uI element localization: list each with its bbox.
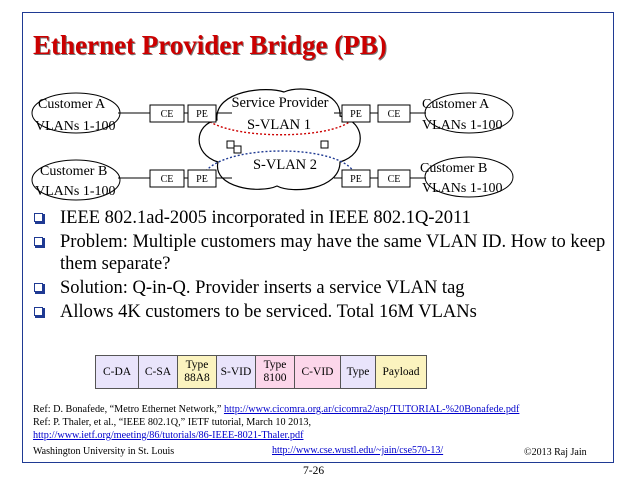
svlan1-label: S-VLAN 1 (247, 117, 311, 133)
reference-2-link[interactable]: http://www.ietf.org/meeting/86/tutorials… (33, 430, 304, 441)
bullet-icon (34, 237, 45, 248)
frame-field-label: Payload (382, 365, 420, 378)
customer-b-right-vlans: VLANs 1-100 (422, 181, 503, 196)
ce-label-a-left: CE (161, 109, 174, 120)
frame-field-label: C-DA (102, 365, 132, 378)
provider-cloud (198, 88, 361, 191)
frame-field: C-VID (294, 355, 341, 389)
customer-b-left-vlans: VLANs 1-100 (35, 184, 116, 199)
customer-b-left-name: Customer B (40, 164, 107, 179)
customer-b-left-ellipse (31, 159, 121, 201)
frame-field-label: Type (263, 359, 287, 371)
pe-box-a-right (341, 104, 371, 123)
svlan-node-mid (233, 145, 242, 154)
frame-field-label: S-VID (220, 365, 252, 378)
footer-course-link[interactable]: http://www.cse.wustl.edu/~jain/cse570-13… (272, 445, 444, 456)
frame-field: C-DA (95, 355, 139, 389)
pe-label-b-right: PE (350, 174, 362, 185)
bullet-icon (34, 283, 45, 294)
bullet-item: IEEE 802.1ad-2005 incorporated in IEEE 8… (33, 207, 608, 229)
page-number: 7-26 (303, 465, 325, 477)
bullet-icon (34, 307, 45, 318)
bullet-item: Problem: Multiple customers may have the… (33, 231, 608, 275)
bullet-icon (34, 213, 45, 224)
frame-field-label: C-VID (301, 365, 334, 378)
ce-box-b-left (149, 169, 185, 188)
pe-label-a-left: PE (196, 109, 208, 120)
references: Ref: D. Bonafede, “Metro Ethernet Networ… (33, 403, 633, 442)
customer-a-right-vlans: VLANs 1-100 (422, 118, 503, 133)
slide-title: Ethernet Provider Bridge (PB) (33, 30, 387, 60)
bullet-item: Allows 4K customers to be serviced. Tota… (33, 301, 608, 323)
ce-box-a-right (377, 104, 411, 123)
customer-a-left-name: Customer A (38, 97, 106, 112)
reference-1: Ref: D. Bonafede, “Metro Ethernet Networ… (33, 404, 520, 415)
ce-box-b-right (377, 169, 411, 188)
svlan2-label: S-VLAN 2 (253, 157, 317, 173)
frame-field-label: Type (346, 365, 370, 378)
reference-2-url: http://www.ietf.org/meeting/86/tutorials… (33, 429, 633, 442)
svlan-node-left (226, 140, 235, 149)
pe-label-b-left: PE (196, 174, 208, 185)
frame-field: Type (340, 355, 376, 389)
footer-copyright: ©2013 Raj Jain (524, 447, 587, 458)
pe-box-a-left (187, 104, 217, 123)
bullet-list: IEEE 802.1ad-2005 incorporated in IEEE 8… (33, 207, 608, 325)
svlan-node-right (320, 140, 329, 149)
customer-b-right-name: Customer B (420, 161, 487, 176)
pe-box-b-right (341, 169, 371, 188)
customer-a-left-vlans: VLANs 1-100 (35, 119, 116, 134)
slide-frame (22, 12, 614, 463)
frame-field-value: 8100 (263, 372, 287, 384)
customer-b-right-ellipse (424, 156, 514, 198)
frame-field-value: 88A8 (184, 372, 210, 384)
frame-field: Payload (375, 355, 427, 389)
bullet-item: Solution: Q-in-Q. Provider inserts a ser… (33, 277, 608, 299)
pe-box-b-left (187, 169, 217, 188)
service-provider-label: Service Provider (231, 95, 328, 111)
frame-field-label: C-SA (144, 365, 172, 378)
footer-university: Washington University in St. Louis (33, 446, 175, 457)
reference-2: Ref: P. Thaler, et al., “IEEE 802.1Q,” I… (33, 417, 312, 428)
frame-field-label: Type (185, 359, 209, 371)
ce-label-b-right: CE (388, 174, 401, 185)
reference-1-link[interactable]: http://www.cicomra.org.ar/cicomra2/asp/T… (223, 404, 520, 415)
ce-label-b-left: CE (161, 174, 174, 185)
frame-field: S-VID (216, 355, 256, 389)
frame-field: C-SA (138, 355, 178, 389)
customer-a-right-name: Customer A (422, 97, 490, 112)
ce-label-a-right: CE (388, 109, 401, 120)
pe-label-a-right: PE (350, 109, 362, 120)
network-diagram: CE PE CE PE PE CE PE CE Customer A VLANs… (31, 88, 514, 201)
ce-box-a-left (149, 104, 185, 123)
